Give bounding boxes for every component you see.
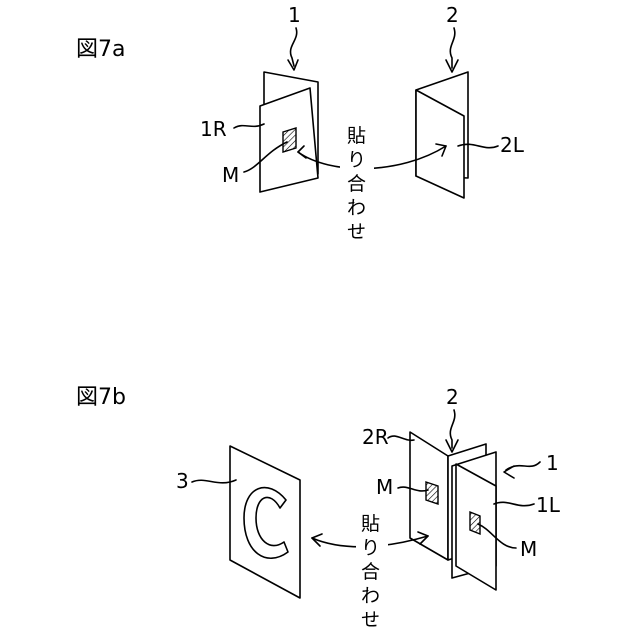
- label-1R: 1R: [200, 117, 227, 141]
- join-char-7a-1: り: [347, 149, 366, 171]
- leader-2: [450, 28, 455, 68]
- label-M: M: [222, 163, 239, 187]
- figure-7b: 図7b 2 2R 1 3 M: [76, 385, 561, 634]
- join-char-7a-4: せ: [347, 221, 366, 243]
- sheet-3: [230, 446, 300, 598]
- label-M-upper: M: [376, 475, 393, 499]
- figure-7b-title: 図7b: [76, 385, 126, 410]
- figure-7a: 図7a 1 2 1R M 2L: [76, 3, 525, 243]
- label-1L: 1L: [536, 493, 561, 517]
- leader-1L: [494, 502, 534, 505]
- sheet-2-folded: [416, 72, 468, 198]
- join-char-7b-1: り: [361, 537, 380, 559]
- join-char-7b-2: 合: [361, 561, 380, 583]
- join-char-7a-0: 貼: [347, 125, 366, 147]
- label-M-lower: M: [520, 537, 537, 561]
- leader-1: [290, 28, 296, 66]
- label-2L: 2L: [500, 133, 525, 157]
- join-text-7b: 貼 り 合 わ せ: [356, 510, 388, 634]
- join-char-7a-2: 合: [347, 173, 366, 195]
- figure-7a-title: 図7a: [76, 37, 125, 62]
- join-text-7a: 貼 り 合 わ せ: [340, 124, 374, 243]
- label-2: 2: [446, 3, 459, 27]
- sheet-1-folded: [260, 72, 318, 192]
- join-char-7b-4: せ: [361, 609, 380, 631]
- marker-M-sheet-1L: [470, 512, 480, 534]
- join-char-7b-3: わ: [361, 585, 380, 607]
- sheet-1-bonded: [452, 452, 496, 590]
- label-1: 1: [288, 3, 301, 27]
- label-2-b: 2: [446, 385, 459, 409]
- marker-M-sheet-1R: [283, 128, 296, 152]
- leader-2-b: [450, 410, 455, 448]
- join-char-7a-3: わ: [347, 197, 366, 219]
- leader-1-b: [506, 462, 540, 470]
- label-3: 3: [176, 469, 189, 493]
- label-2R: 2R: [362, 425, 389, 449]
- marker-M-sheet-2R: [426, 482, 438, 504]
- join-char-7b-0: 貼: [361, 513, 380, 535]
- label-1-b: 1: [546, 451, 559, 475]
- sheet-3-plane: [230, 446, 300, 598]
